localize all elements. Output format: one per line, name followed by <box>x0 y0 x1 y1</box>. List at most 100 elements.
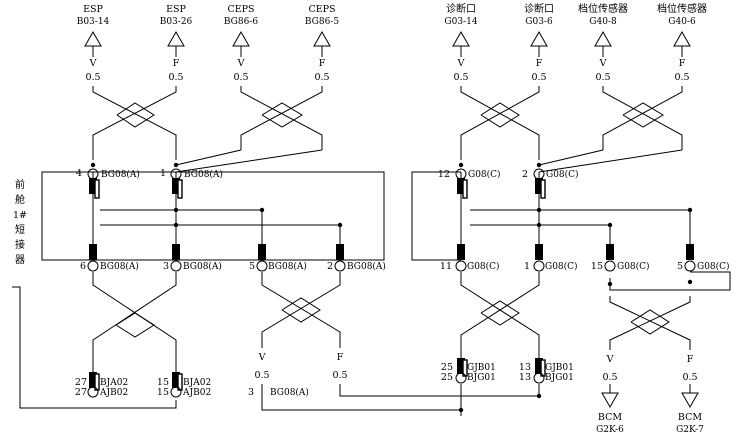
svg-text:G40-6: G40-6 <box>668 17 696 27</box>
svg-text:0.5: 0.5 <box>602 372 617 383</box>
pin-bja02-15: 15 15 BJA02 AJB02 <box>157 372 211 398</box>
pin-g08-1: 1 G08(C) <box>524 244 578 272</box>
bottom-connector-bcm-1: V 0.5 BCM G2K-6 <box>596 354 624 435</box>
svg-text:舱: 舱 <box>15 193 25 206</box>
pin-bg08-1: 1 BG08(A) <box>160 168 223 199</box>
svg-text:诊断口: 诊断口 <box>446 2 476 15</box>
svg-text:CEPS: CEPS <box>308 4 335 15</box>
svg-text:0.5: 0.5 <box>595 72 610 83</box>
svg-text:0.5: 0.5 <box>674 72 689 83</box>
svg-text:B03-26: B03-26 <box>160 17 193 27</box>
svg-text:0.5: 0.5 <box>531 72 546 83</box>
svg-text:GJB01: GJB01 <box>467 363 496 373</box>
svg-text:BG08(A): BG08(A) <box>100 261 139 272</box>
svg-text:25: 25 <box>441 372 453 383</box>
svg-text:G08(C): G08(C) <box>545 261 578 272</box>
svg-text:BJG01: BJG01 <box>467 373 496 383</box>
svg-text:BG08(A): BG08(A) <box>270 387 309 398</box>
svg-text:G2K-7: G2K-7 <box>676 425 704 435</box>
svg-text:4: 4 <box>76 168 82 179</box>
svg-text:V: V <box>457 58 465 69</box>
svg-text:G08(C): G08(C) <box>468 169 501 180</box>
bottom-mid-leads: V 0.5 F 0.5 3 BG08(A) <box>248 352 542 416</box>
svg-text:V: V <box>599 58 607 69</box>
svg-text:12: 12 <box>438 169 450 180</box>
svg-text:BG08(A): BG08(A) <box>101 169 140 180</box>
svg-text:25: 25 <box>441 362 453 373</box>
svg-text:BG08(A): BG08(A) <box>183 261 222 272</box>
svg-text:BG08(A): BG08(A) <box>347 261 386 272</box>
pin-g08-12: 12 G08(C) <box>438 168 501 199</box>
svg-text:0.5: 0.5 <box>314 72 329 83</box>
svg-text:1: 1 <box>524 261 530 272</box>
left-side-label: 前 舱 1# 短 接 器 <box>13 178 27 266</box>
svg-text:G08(C): G08(C) <box>467 261 500 272</box>
pin-bg08-6: 6 BG08(A) <box>80 244 139 272</box>
svg-text:13: 13 <box>519 372 531 383</box>
svg-text:F: F <box>679 58 686 69</box>
svg-text:G03-6: G03-6 <box>525 17 553 27</box>
svg-text:0.5: 0.5 <box>254 370 269 381</box>
pin-bja02-27: 27 27 BJA02 AJB02 <box>75 372 128 398</box>
svg-text:0.5: 0.5 <box>332 370 347 381</box>
svg-text:27: 27 <box>75 387 87 398</box>
svg-text:短: 短 <box>15 223 25 236</box>
twisted-pair-lower <box>92 272 691 372</box>
svg-text:BCM: BCM <box>598 412 622 423</box>
svg-text:11: 11 <box>440 261 452 272</box>
left-outer-loop <box>12 286 177 409</box>
svg-text:0.5: 0.5 <box>682 372 697 383</box>
svg-text:GJB01: GJB01 <box>545 363 574 373</box>
svg-text:G2K-6: G2K-6 <box>596 425 624 435</box>
svg-text:3: 3 <box>163 261 169 272</box>
svg-text:F: F <box>687 354 694 365</box>
pin-g08-2: 2 G08(C) <box>522 168 579 199</box>
svg-text:G03-14: G03-14 <box>444 17 477 27</box>
pin-g08-11: 11 G08(C) <box>440 244 500 272</box>
svg-text:器: 器 <box>15 254 25 266</box>
svg-text:BG08(A): BG08(A) <box>268 261 307 272</box>
svg-text:27: 27 <box>75 377 87 388</box>
svg-text:ESP: ESP <box>83 4 103 15</box>
pin-gjb01-13: 13 13 GJB01 BJG01 <box>519 358 574 384</box>
svg-text:2: 2 <box>522 169 528 180</box>
svg-text:F: F <box>319 58 326 69</box>
twisted-pair-top <box>92 86 683 173</box>
top-connector-ceps-1: CEPS BG86-6 V 0.5 <box>224 4 258 83</box>
svg-text:3: 3 <box>248 387 254 398</box>
svg-text:V: V <box>89 58 97 69</box>
top-connector-gear-1: 档位传感器 G40-8 V 0.5 <box>578 2 628 83</box>
svg-text:G08(C): G08(C) <box>546 169 579 180</box>
svg-text:G40-8: G40-8 <box>589 17 617 27</box>
svg-text:BJA02: BJA02 <box>100 378 128 388</box>
svg-text:F: F <box>337 352 344 363</box>
svg-text:ESP: ESP <box>166 4 186 15</box>
top-connector-ceps-2: CEPS BG86-5 F 0.5 <box>305 4 339 83</box>
svg-text:CEPS: CEPS <box>227 4 254 15</box>
svg-text:5: 5 <box>677 261 683 272</box>
svg-text:13: 13 <box>519 362 531 373</box>
g08-splice-block <box>411 162 731 291</box>
bottom-connector-bcm-2: F 0.5 BCM G2K-7 <box>676 354 704 435</box>
svg-text:0.5: 0.5 <box>453 72 468 83</box>
svg-text:B03-14: B03-14 <box>77 17 110 27</box>
svg-text:0.5: 0.5 <box>168 72 183 83</box>
svg-text:5: 5 <box>249 261 255 272</box>
svg-text:诊断口: 诊断口 <box>524 2 554 15</box>
svg-text:0.5: 0.5 <box>85 72 100 83</box>
svg-text:G08(C): G08(C) <box>617 261 650 272</box>
svg-text:15: 15 <box>591 261 603 272</box>
svg-text:V: V <box>258 352 266 363</box>
svg-text:V: V <box>237 58 245 69</box>
svg-text:BG08(A): BG08(A) <box>184 169 223 180</box>
svg-text:1#: 1# <box>13 210 27 221</box>
pin-bg08-4: 4 BG08(A) <box>76 168 140 199</box>
top-connector-esp-1: ESP B03-14 V 0.5 <box>77 4 110 83</box>
pin-g08-15: 15 G08(C) <box>591 244 650 272</box>
svg-text:BCM: BCM <box>678 412 702 423</box>
svg-text:6: 6 <box>80 261 86 272</box>
svg-text:AJB02: AJB02 <box>182 388 211 398</box>
svg-text:1: 1 <box>160 168 166 179</box>
svg-text:前: 前 <box>15 178 25 191</box>
svg-text:档位传感器: 档位传感器 <box>657 2 707 15</box>
